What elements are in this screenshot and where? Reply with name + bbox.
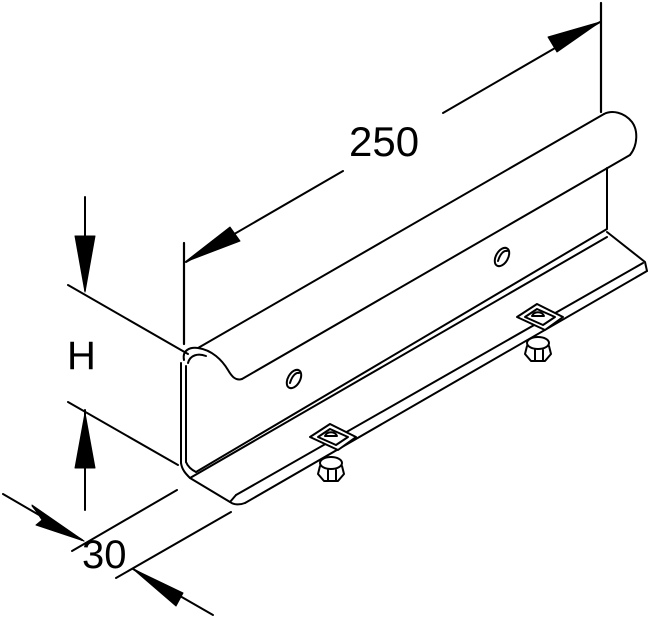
flange-front-edge-outer	[244, 270, 648, 504]
bracket-recess-right	[524, 308, 556, 326]
dimension-height	[67, 196, 189, 511]
extension-line-bottom	[67, 401, 179, 466]
mounting-holes	[285, 246, 511, 390]
arrowhead-right-icon	[547, 21, 601, 53]
lip-profile-left-end	[182, 346, 243, 381]
fastener-left	[309, 423, 357, 482]
bracket-stud-left	[324, 431, 338, 437]
fastener-right	[516, 303, 564, 362]
arrowhead-left-icon	[184, 226, 241, 263]
bolt-head-right	[526, 336, 550, 350]
base-bend-front-inner	[185, 461, 197, 473]
dimension-height-label: H	[67, 334, 96, 378]
flange-front-corner	[229, 494, 237, 503]
base-bend-front-outer	[180, 462, 246, 506]
bracket-stud-right	[531, 311, 545, 317]
mounting-hole-left	[285, 368, 303, 390]
bracket-recess-left	[317, 428, 349, 446]
flange-front-edge-inner	[235, 262, 644, 496]
hex-bolt-right-icon	[524, 345, 552, 362]
web-base-line-inner	[195, 228, 608, 473]
dimension-depth-label: 30	[82, 533, 127, 577]
web-base-line-outer	[189, 236, 608, 479]
dimension-depth	[2, 489, 232, 616]
lip-right-end	[603, 111, 638, 156]
arrowhead-up-icon	[74, 412, 96, 469]
rail-body	[180, 111, 648, 506]
mounting-hole-right-inner	[497, 249, 508, 262]
flange-right-end	[606, 231, 648, 272]
arrowhead-down-icon	[74, 235, 96, 293]
extension-line-top	[67, 284, 189, 355]
bolt-head-left	[319, 456, 343, 470]
dimension-length	[182, 1, 603, 346]
mounting-hole-right	[493, 246, 511, 268]
mounting-hole-left-inner	[289, 371, 300, 384]
dimension-length-label: 250	[349, 118, 420, 165]
extension-line-back	[115, 511, 232, 579]
extension-line-front	[71, 489, 178, 552]
arrowhead-in-right-icon	[132, 568, 184, 607]
lip-bottom-edge	[241, 154, 631, 380]
hex-bolt-left-icon	[317, 465, 345, 482]
lip-top-edge	[197, 113, 605, 349]
lip-inner-curve	[187, 353, 207, 364]
